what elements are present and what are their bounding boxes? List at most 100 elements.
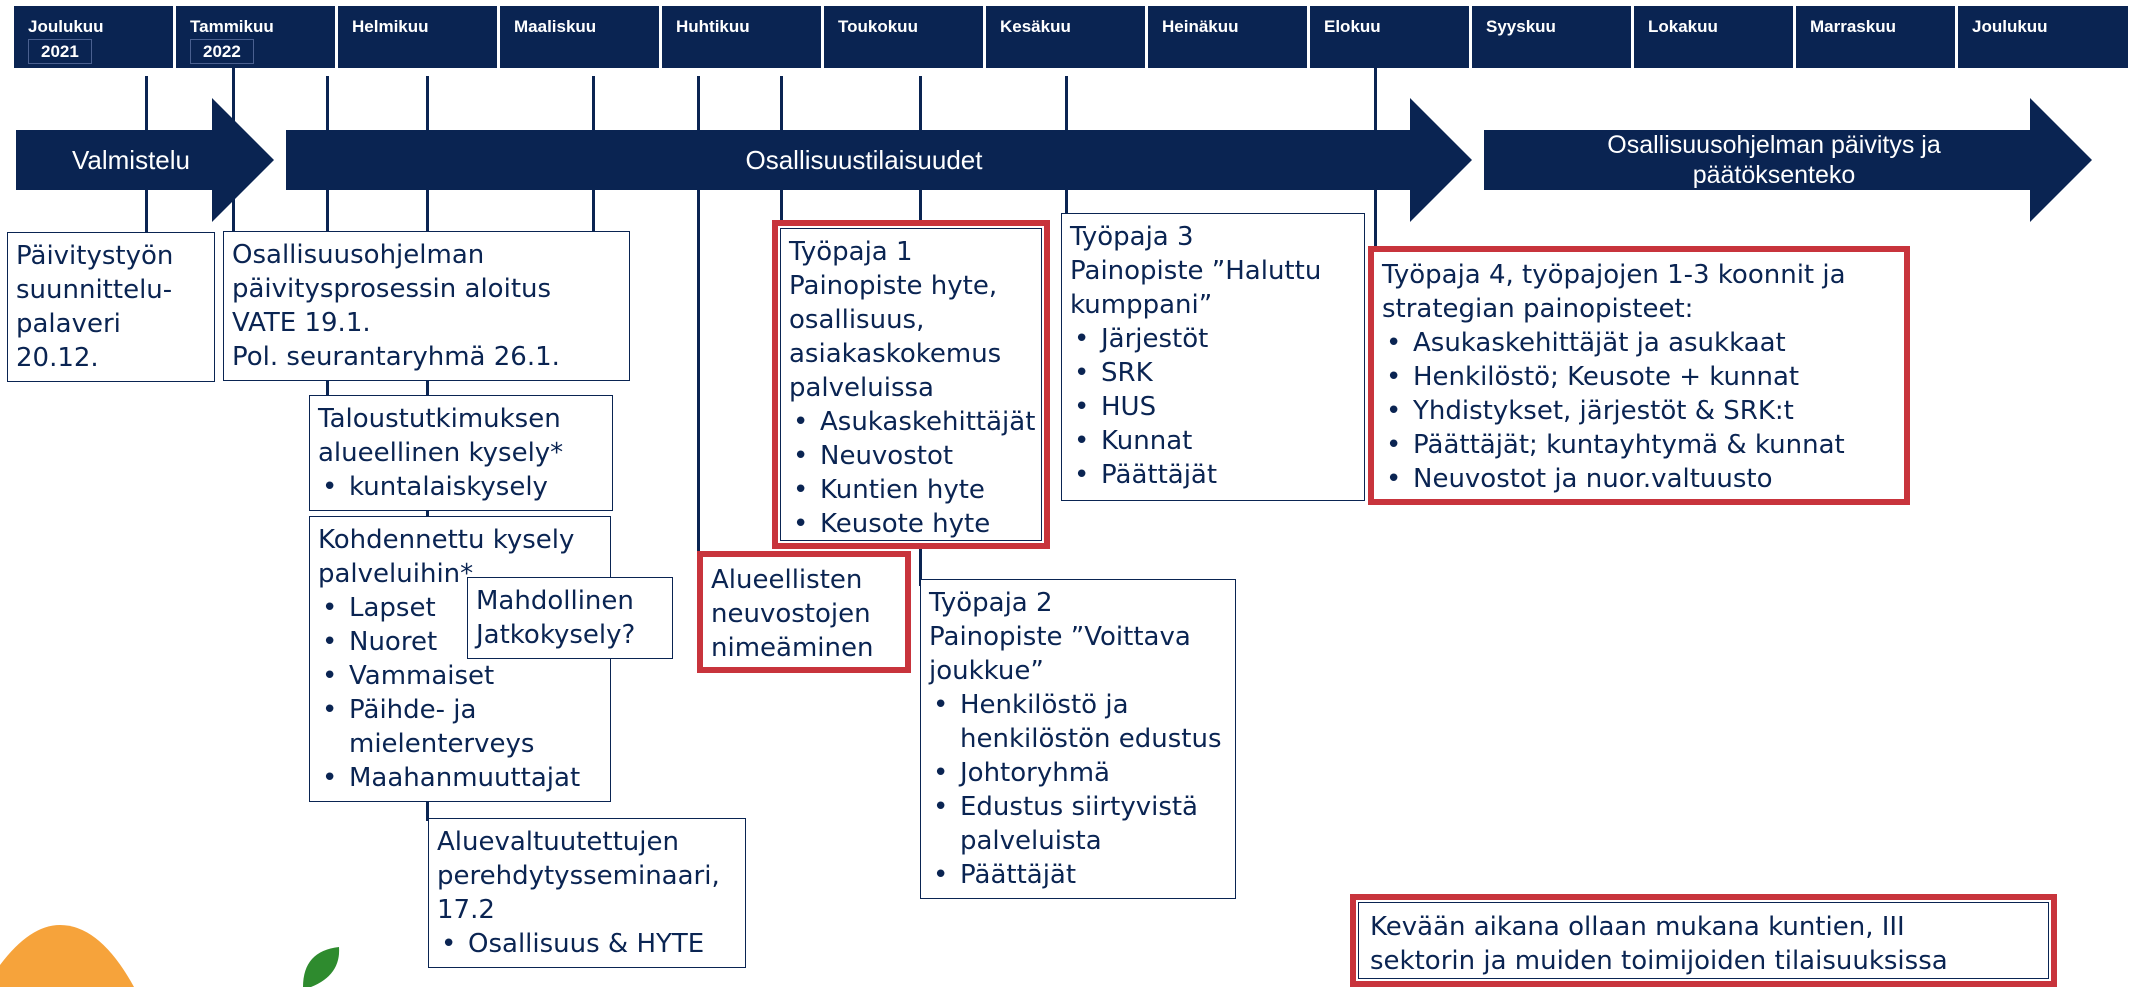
phase-arrow-preparation: Valmistelu [16,98,276,222]
list-item: Henkilöstö ja henkilöstön edustus [929,688,1227,756]
month-label: Kesäkuu [1000,17,1071,36]
list-item: Yhdistykset, järjestöt & SRK:t [1382,394,1896,428]
list-item: Päihde- ja mielenterveys [318,693,602,761]
box-text: sektorin ja muiden toimijoiden tilaisuuk… [1370,946,1948,976]
bullet-list: kuntalaiskysely [318,470,604,504]
box-text: osallisuus, [789,305,925,335]
month-cell: Joulukuu 2021 [14,6,173,68]
kickoff-box: Osallisuusohjelman päivitysprosessin alo… [223,231,630,381]
year-label: 2022 [190,39,254,64]
box-text: Työpaja 4, työpajojen 1-3 koonnit ja [1382,260,1846,290]
phase-label: Osallisuustilaisuudet [745,145,983,175]
month-label: Toukokuu [838,17,918,36]
box-text: VATE 19.1. [232,308,371,338]
box-text: Pol. seurantaryhmä 26.1. [232,342,560,372]
timeline-connector-line [145,76,148,376]
list-item: SRK [1070,356,1356,390]
box-text: palveluihin* [318,559,474,589]
month-label: Elokuu [1324,17,1381,36]
phase-label-line: päätöksenteko [1692,161,1856,189]
list-item: Päättäjät [929,858,1227,892]
month-label: Lokakuu [1648,17,1718,36]
planning-meeting-box: Päivitystyön suunnittelu- palaveri 20.12… [7,232,215,382]
box-text: 17.2 [437,895,495,925]
box-text: strategian painopisteet: [1382,294,1694,324]
timeline-connector-line [697,76,700,556]
box-text: Jatkokysely? [476,620,636,650]
month-cell: Marraskuu [1796,6,1955,68]
seminar-box: Aluevaltuutettujen perehdytysseminaari, … [428,818,746,968]
box-text: 20.12. [16,343,99,373]
month-label: Huhtikuu [676,17,750,36]
list-item: Asukaskehittäjät ja asukkaat [1382,326,1896,360]
month-label: Tammikuu [190,17,274,36]
workshop-2-box: Työpaja 2 Painopiste ”Voittava joukkue” … [920,579,1236,899]
box-text: Painopiste ”Haluttu [1070,256,1322,286]
box-text: nimeäminen [711,633,874,663]
arrow-shape [16,98,274,222]
list-item: Kunnat [1070,424,1356,458]
list-item: Osallisuus & HYTE [437,927,737,961]
list-item: Kuntien hyte [789,473,1036,507]
box-text: Taloustutkimuksen [318,404,561,434]
month-label: Heinäkuu [1162,17,1239,36]
box-text: Kevään aikana ollaan mukana kuntien, III [1370,912,1905,942]
month-cell: Tammikuu 2022 [176,6,335,68]
box-text: suunnittelu- [16,275,173,305]
workshop-3-box: Työpaja 3 Painopiste ”Haluttu kumppani” … [1061,213,1365,501]
bullet-list: Asukaskehittäjät ja asukkaat Henkilöstö;… [1382,326,1896,496]
box-text: palaveri [16,309,121,339]
month-label: Joulukuu [28,17,104,36]
list-item: Johtoryhmä [929,756,1227,790]
month-label: Syyskuu [1486,17,1556,36]
month-cell: Elokuu [1310,6,1469,68]
month-label: Helmikuu [352,17,429,36]
list-item: Edustus siirtyvistä palveluista [929,790,1227,858]
orange-logo-shape [0,925,140,987]
box-text: palveluissa [789,373,934,403]
list-item: HUS [1070,390,1356,424]
box-text: perehdytysseminaari, [437,861,720,891]
phase-label: Osallisuusohjelman päivitys ja päätöksen… [1484,98,2064,222]
box-text: päivitysprosessin aloitus [232,274,552,304]
list-item: Nuoret [318,625,602,659]
timeline-connector-line [232,68,235,378]
box-text: Työpaja 2 [929,588,1053,618]
list-item: Lapset [318,591,602,625]
month-cell: Joulukuu [1958,6,2128,68]
bullet-list: Asukaskehittäjät Neuvostot Kuntien hyte … [789,405,1036,541]
phase-arrow-update: Osallisuusohjelman päivitys ja päätöksen… [1484,98,2094,222]
box-text: Työpaja 3 [1070,222,1194,252]
list-item: kuntalaiskysely [318,470,604,504]
councils-box: Alueellisten neuvostojen nimeäminen [697,551,911,673]
bullet-list: Osallisuus & HYTE [437,927,737,961]
phase-label-line: Osallisuusohjelman päivitys ja [1607,131,1941,159]
phase-label: Valmistelu [71,145,190,175]
box-text: Mahdollinen [476,586,634,616]
workshop-4-box: Työpaja 4, työpajojen 1-3 koonnit ja str… [1368,246,1910,505]
month-cell: Toukokuu [824,6,983,68]
targeted-survey-box: Kohdennettu kysely palveluihin* Lapset N… [309,516,611,802]
box-text: Aluevaltuutettujen [437,827,679,857]
leaf-icon [299,945,349,987]
bullet-list: Henkilöstö ja henkilöstön edustus Johtor… [929,688,1227,892]
followup-survey-box: Mahdollinen Jatkokysely? [467,577,673,659]
list-item: Neuvostot ja nuor.valtuusto [1382,462,1896,496]
box-text: joukkue” [929,656,1044,686]
arrow-shape [286,98,1472,222]
month-label: Joulukuu [1972,17,2048,36]
box-text: Alueellisten [711,565,863,595]
workshop-1-box: Työpaja 1 Painopiste hyte, osallisuus, a… [772,220,1050,549]
month-cell: Maaliskuu [500,6,659,68]
box-text: Kohdennettu kysely [318,525,575,555]
box-text: alueellinen kysely* [318,438,564,468]
box-text: Päivitystyön [16,241,174,271]
month-cell: Huhtikuu [662,6,821,68]
month-label: Maaliskuu [514,17,597,36]
bullet-list: Järjestöt SRK HUS Kunnat Päättäjät [1070,322,1356,492]
month-cell: Heinäkuu [1148,6,1307,68]
list-item: Maahanmuuttajat [318,761,602,795]
month-timeline-header: Joulukuu 2021 Tammikuu 2022 Helmikuu Maa… [14,6,2128,68]
box-text: Työpaja 1 [789,237,913,267]
list-item: Neuvostot [789,439,1036,473]
